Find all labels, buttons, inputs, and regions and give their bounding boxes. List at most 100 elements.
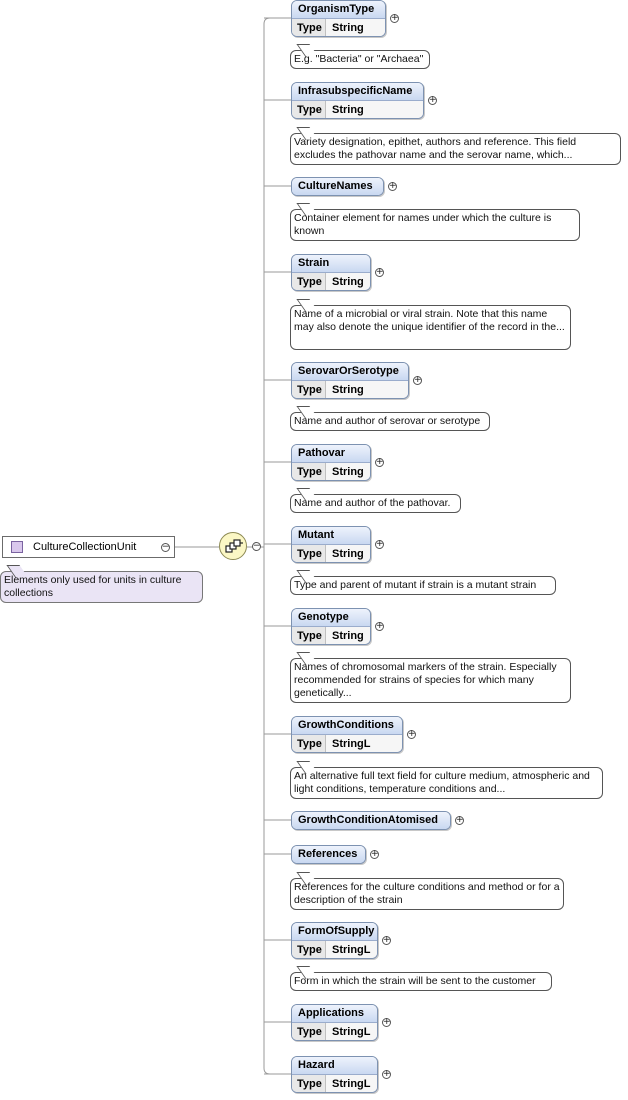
- root-doc-text: Elements only used for units in culture …: [4, 574, 182, 599]
- expand-icon[interactable]: +: [375, 267, 384, 277]
- element-name: Mutant: [292, 527, 370, 545]
- type-value: StringL: [326, 735, 402, 752]
- expand-icon[interactable]: +: [407, 729, 416, 739]
- element-name: SerovarOrSerotype: [292, 363, 408, 381]
- type-key: Type: [292, 1075, 326, 1092]
- type-key: Type: [292, 381, 326, 398]
- sequence-compositor[interactable]: [219, 532, 247, 560]
- element-name: GrowthConditions: [292, 717, 402, 735]
- type-key: Type: [292, 735, 326, 752]
- sequence-collapse-icon[interactable]: −: [252, 541, 261, 551]
- root-element-box[interactable]: CultureCollectionUnit: [2, 536, 175, 558]
- expand-icon[interactable]: +: [455, 815, 464, 825]
- documentation-text: References for the culture conditions an…: [294, 881, 560, 906]
- element-square-icon: [11, 541, 23, 553]
- expand-icon[interactable]: +: [413, 375, 422, 385]
- type-value: String: [326, 627, 370, 644]
- element-name: Strain: [292, 255, 370, 273]
- element-name: FormOfSupply: [292, 923, 377, 941]
- type-value: StringL: [326, 1075, 377, 1092]
- sequence-compositor-icon: [225, 539, 243, 553]
- documentation-text: Name and author of serovar or serotype: [294, 415, 481, 427]
- documentation-text: Type and parent of mutant if strain is a…: [294, 579, 537, 591]
- documentation-callout: Name and author of the pathovar.: [290, 488, 461, 513]
- documentation-callout: Names of chromosomal markers of the stra…: [290, 652, 571, 703]
- type-value: String: [326, 19, 385, 36]
- expand-icon[interactable]: +: [375, 539, 384, 549]
- type-value: String: [326, 381, 408, 398]
- expand-icon[interactable]: +: [382, 1017, 391, 1027]
- expand-icon[interactable]: +: [428, 95, 437, 105]
- expand-icon[interactable]: +: [375, 457, 384, 467]
- element-name: Genotype: [292, 609, 370, 627]
- documentation-callout: References for the culture conditions an…: [290, 872, 564, 910]
- element-references[interactable]: References: [291, 845, 366, 864]
- element-name: Applications: [292, 1005, 377, 1023]
- expand-icon[interactable]: +: [370, 849, 379, 859]
- element-name: Hazard: [292, 1057, 377, 1075]
- element-name: Pathovar: [292, 445, 370, 463]
- type-key: Type: [292, 545, 326, 562]
- expand-icon[interactable]: +: [375, 621, 384, 631]
- documentation-callout: An alternative full text field for cultu…: [290, 761, 603, 799]
- documentation-callout: Container element for names under which …: [290, 203, 580, 241]
- element-name: References: [292, 846, 365, 863]
- root-element-name: CultureCollectionUnit: [33, 541, 137, 553]
- element-name: CultureNames: [292, 178, 383, 195]
- documentation-text: Names of chromosomal markers of the stra…: [294, 661, 557, 699]
- element-culturenames[interactable]: CultureNames: [291, 177, 384, 196]
- type-value: String: [326, 101, 423, 118]
- documentation-callout: Form in which the strain will be sent to…: [290, 966, 552, 991]
- root-documentation: Elements only used for units in culture …: [0, 565, 203, 603]
- root-collapse-icon[interactable]: −: [161, 542, 170, 552]
- expand-icon[interactable]: +: [382, 935, 391, 945]
- type-value: String: [326, 463, 370, 480]
- documentation-text: Name of a microbial or viral strain. Not…: [294, 308, 565, 333]
- type-value: StringL: [326, 1023, 377, 1040]
- expand-icon[interactable]: +: [390, 13, 399, 23]
- element-name: InfrasubspecificName: [292, 83, 423, 101]
- type-key: Type: [292, 941, 326, 958]
- documentation-text: Name and author of the pathovar.: [294, 497, 451, 509]
- type-key: Type: [292, 463, 326, 480]
- element-name: GrowthConditionAtomised: [292, 812, 450, 829]
- type-key: Type: [292, 273, 326, 290]
- documentation-text: An alternative full text field for cultu…: [294, 770, 590, 795]
- documentation-text: E.g. "Bacteria" or "Archaea": [294, 53, 424, 65]
- documentation-callout: Type and parent of mutant if strain is a…: [290, 570, 556, 595]
- element-name: OrganismType: [292, 1, 385, 19]
- documentation-callout: E.g. "Bacteria" or "Archaea": [290, 44, 430, 69]
- documentation-text: Container element for names under which …: [294, 212, 552, 237]
- expand-icon[interactable]: +: [388, 181, 397, 191]
- expand-icon[interactable]: +: [382, 1069, 391, 1079]
- spine-line: [263, 17, 291, 1075]
- element-growthconditionatomised[interactable]: GrowthConditionAtomised: [291, 811, 451, 830]
- type-value: StringL: [326, 941, 377, 958]
- type-key: Type: [292, 1023, 326, 1040]
- documentation-text: Variety designation, epithet, authors an…: [294, 136, 577, 161]
- type-key: Type: [292, 19, 326, 36]
- type-key: Type: [292, 101, 326, 118]
